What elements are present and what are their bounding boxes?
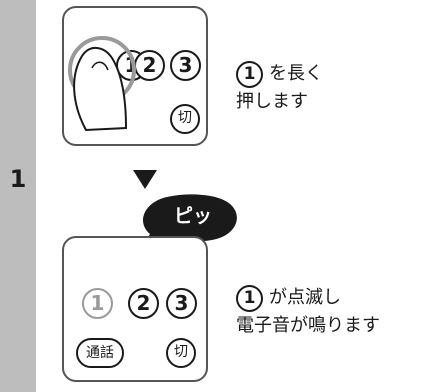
instruction-1-line-1: を長く <box>269 63 323 84</box>
key-2[interactable]: 2 <box>134 50 165 81</box>
instruction-2: 1 が点滅し 電子音が鳴ります <box>236 284 380 340</box>
down-arrow-icon <box>133 170 157 189</box>
step-sidebar <box>0 0 36 392</box>
fingernail-icon <box>91 61 109 71</box>
finger-icon <box>73 47 128 132</box>
instruction-1: 1 を長く 押します <box>236 60 323 116</box>
beep-label: ピッ <box>173 205 212 227</box>
remote-panel-blink: 1 2 3 通話 切 <box>62 236 208 382</box>
instruction-2-line-2: 電子音が鳴ります <box>236 315 380 336</box>
speech-bubble-icon <box>132 194 237 262</box>
key-1-blinking[interactable]: 1 <box>82 288 113 319</box>
step-number: 1 <box>9 165 27 193</box>
key-3[interactable]: 3 <box>166 288 197 319</box>
key-1-symbol: 1 <box>236 60 263 88</box>
instruction-1-line-2: 押します <box>236 91 308 112</box>
key-3[interactable]: 3 <box>170 50 201 81</box>
off-key[interactable]: 切 <box>170 104 200 134</box>
instruction-2-line-1: が点滅し <box>269 287 341 308</box>
key-1-symbol: 1 <box>236 284 263 312</box>
off-key[interactable]: 切 <box>166 338 196 368</box>
call-key[interactable]: 通話 <box>76 338 124 368</box>
key-2[interactable]: 2 <box>128 288 159 319</box>
